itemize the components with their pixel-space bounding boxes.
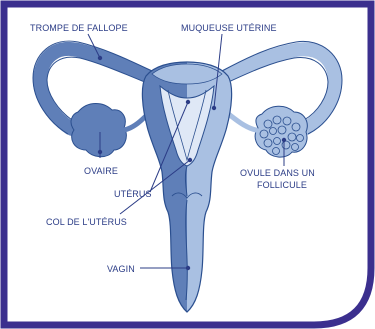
right-ovary [255,106,307,157]
label-uterus: UTÉRUS [114,189,152,199]
left-ovary [71,104,126,157]
label-ovary: OVAIRE [84,166,118,176]
label-ovum-line2: FOLLICULE [257,180,307,190]
label-vagina: VAGIN [107,264,135,274]
label-ovum-line1: OVULE DANS UN [240,168,315,178]
label-cervix: COL DE L'UTÉRUS [46,217,127,227]
label-fallopian-tube: TROMPE DE FALLOPE [30,23,128,33]
label-uterine-mucosa: MUQUEUSE UTÉRINE [181,23,277,33]
